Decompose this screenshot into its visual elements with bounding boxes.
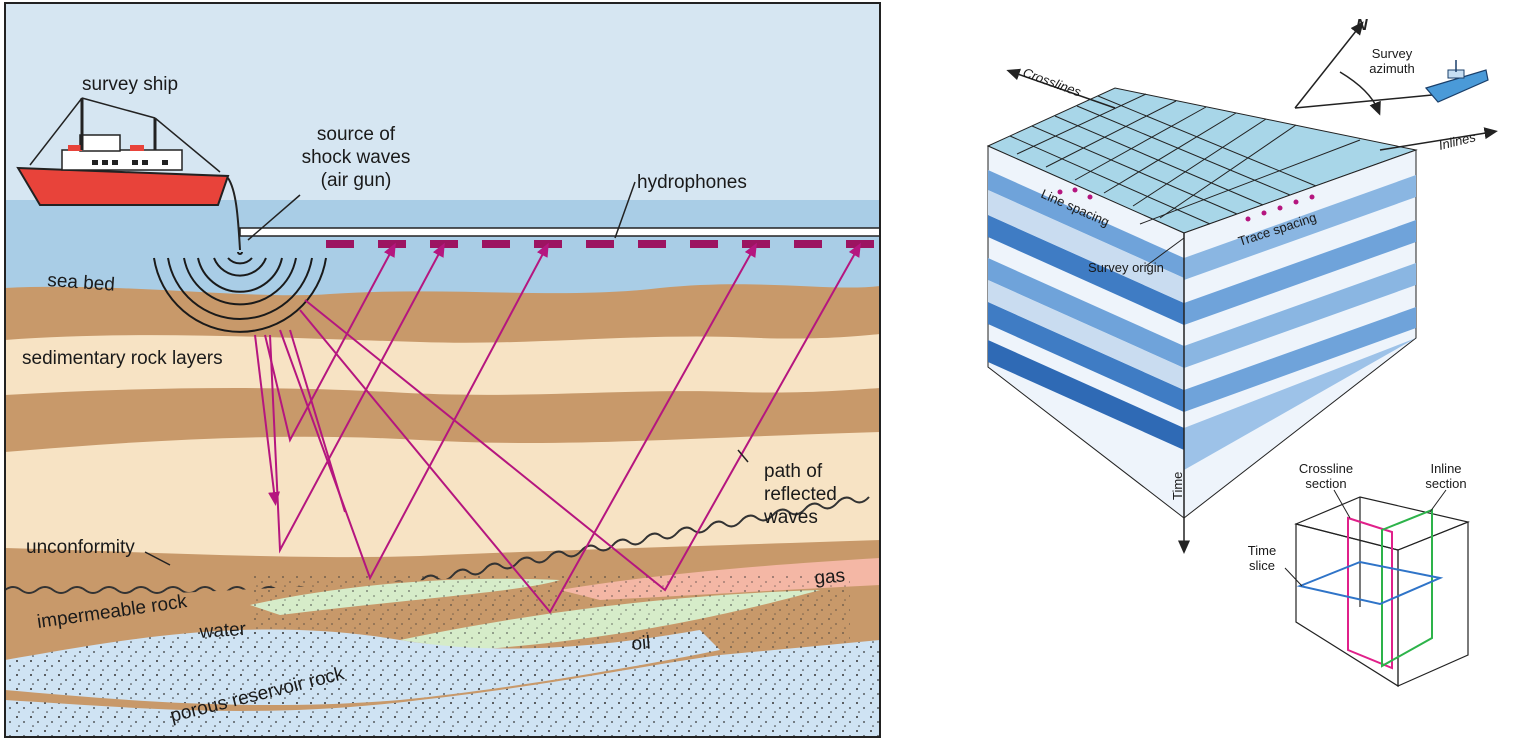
shock-wave-rings [153,251,327,333]
label-inline-2: section [1425,476,1466,491]
label-crossline-2: section [1305,476,1346,491]
right-face-bands [1184,175,1416,470]
survey-boat [1424,60,1489,103]
label-survey-origin: Survey origin [1088,260,1164,275]
label-source-3: (air gun) [321,170,392,191]
label-water: water [198,619,247,643]
inline-section [1381,508,1433,668]
inset-sections [1296,508,1444,670]
label-time: Time [1170,472,1185,500]
time-slice [1296,560,1444,606]
label-source-2: shock waves [302,147,411,168]
label-inlines: Inlines [1437,129,1478,153]
label-path-1: path of [764,461,823,482]
ship-hull [16,166,230,206]
label-survey-ship: survey ship [82,74,178,95]
axis-arrows [1006,21,1498,554]
label-sea-bed: sea bed [47,270,116,296]
label-crossline-1: Crossline [1299,461,1353,476]
label-path-3: waves [763,507,818,528]
crossline-section [1347,516,1393,670]
label-hydrophones: hydrophones [637,172,747,193]
right-diagram: N Survey azimuth Crosslines Inlines Line… [986,17,1498,688]
label-crosslines: Crosslines [1021,65,1084,100]
streamer-cable [239,227,880,237]
label-gas: gas [814,565,846,589]
label-unconformity: unconformity [26,537,135,558]
survey-ship [16,97,241,251]
left-frame [4,2,881,738]
label-north: N [1356,17,1368,34]
label-survey-2: azimuth [1369,61,1415,76]
label-timeslice-2: slice [1249,558,1275,573]
label-timeslice-1: Time [1248,543,1276,558]
label-sedimentary: sedimentary rock layers [22,348,223,369]
spacing-dots [1057,187,1315,222]
left-diagram: survey ship source of shock waves (air g… [5,3,880,737]
label-inline-1: Inline [1430,461,1461,476]
label-path-2: reflected [764,484,837,505]
left-face-bands [988,170,1184,450]
label-survey-1: Survey [1372,46,1413,61]
top-face-grid [1009,93,1361,225]
inset-cube [1294,496,1470,688]
label-oil: oil [631,632,652,655]
label-source-1: source of [317,124,396,145]
reflected-wave-paths [254,242,861,614]
